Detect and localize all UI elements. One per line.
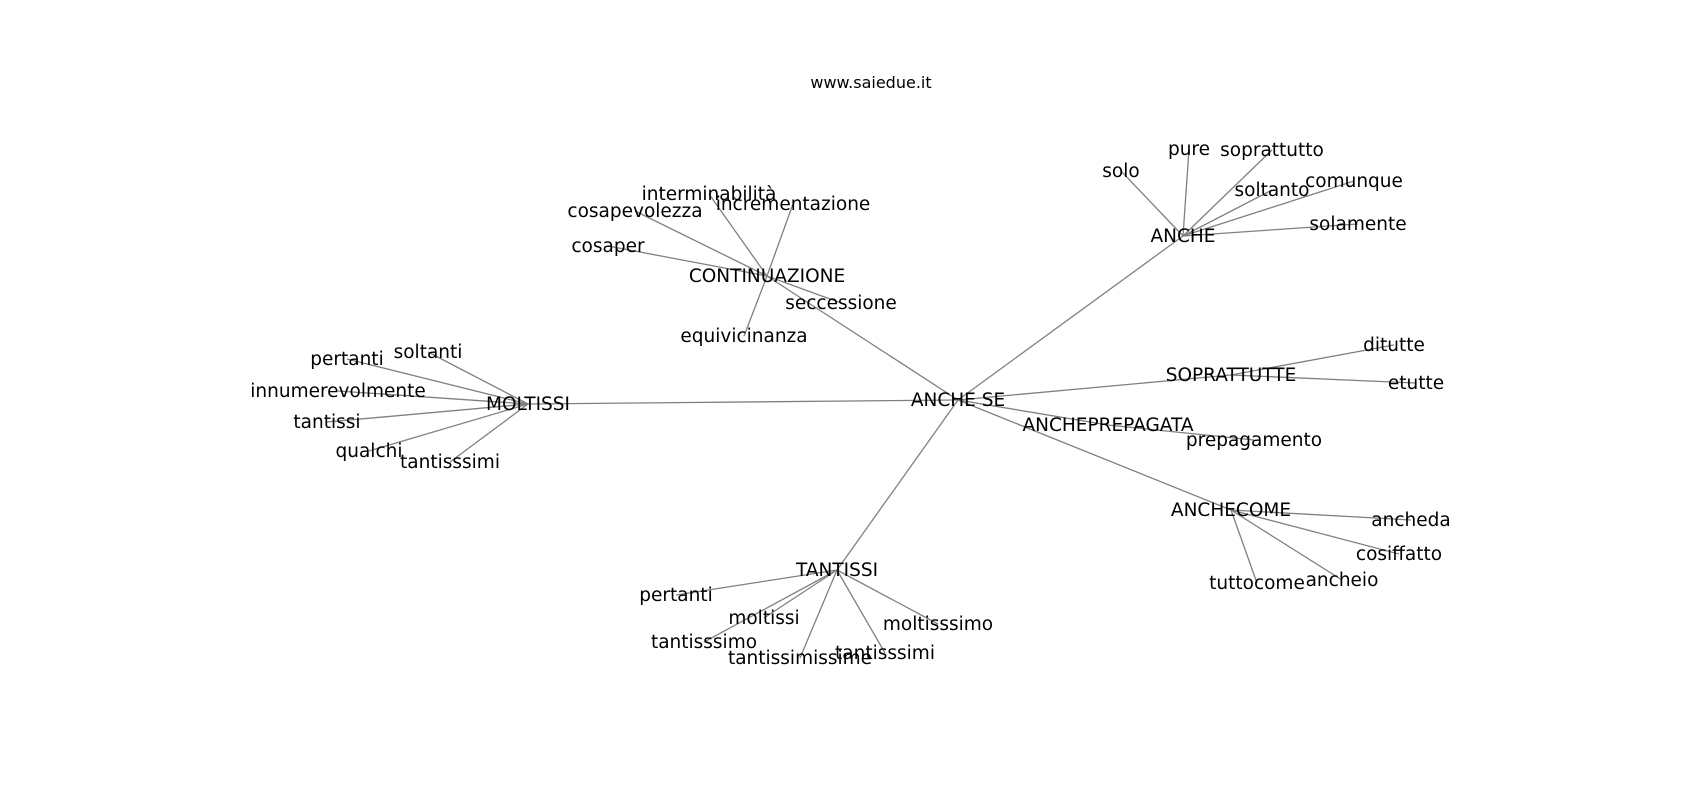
edge-tantissi-pertanti bbox=[675, 569, 838, 596]
edge-anche-comunque bbox=[1182, 180, 1355, 237]
edge-continuazione-equivicinanza bbox=[743, 275, 768, 337]
node-hub-anche: ANCHE bbox=[1150, 226, 1215, 247]
edge-continuazione-interminabilita bbox=[708, 193, 768, 277]
node-leaf-tantissi-tantisssimo: tantisssimo bbox=[651, 632, 757, 653]
node-leaf-moltissi-pertanti: pertanti bbox=[310, 349, 383, 370]
node-leaf-ancheprepagata-prepagamento: prepagamento bbox=[1186, 430, 1322, 451]
node-leaf-continuazione-incrementazione: incrementazione bbox=[716, 194, 871, 215]
edges-layer bbox=[326, 148, 1417, 659]
node-leaf-anchecome-cosiffatto: cosiffatto bbox=[1356, 544, 1442, 565]
node-hub-continuazione: CONTINUAZIONE bbox=[689, 266, 845, 287]
edge-tantissi-moltissi bbox=[763, 569, 838, 619]
node-hub-ancheprepagata: ANCHEPREPAGATA bbox=[1022, 415, 1193, 436]
node-leaf-moltissi-qualchi: qualchi bbox=[336, 441, 403, 462]
site-title: www.saiedue.it bbox=[810, 73, 931, 92]
edge-continuazione-seccessione bbox=[766, 275, 842, 304]
node-hub-tantissi: TANTISSI bbox=[795, 560, 878, 581]
node-leaf-tantissi-tantissimissime: tantissimissime bbox=[728, 648, 872, 669]
edge-moltissi-tantissi bbox=[326, 403, 529, 423]
node-leaf-anchecome-ancheda: ancheda bbox=[1371, 510, 1450, 531]
node-leaf-anchecome-tuttocome: tuttocome bbox=[1209, 573, 1305, 594]
edge-anche-pure bbox=[1182, 148, 1190, 237]
node-leaf-moltissi-soltanti: soltanti bbox=[394, 342, 463, 363]
node-leaf-anche-pure: pure bbox=[1168, 139, 1210, 160]
node-leaf-soprattutte-ditutte: ditutte bbox=[1363, 335, 1425, 356]
edge-ancheprepagata-prepagamento bbox=[1107, 424, 1255, 441]
edge-moltissi-soltanti bbox=[427, 351, 529, 405]
edge-soprattutte-ditutte bbox=[1230, 344, 1395, 376]
labels-layer: www.saiedue.it ANCHE SE ANCHE solo pure sopr… bbox=[250, 73, 1450, 669]
node-hub-anchecome: ANCHECOME bbox=[1171, 500, 1291, 521]
node-leaf-moltissi-innumerevolmente: innumerevolmente bbox=[250, 381, 425, 402]
edge-tantissi-tantisssimo bbox=[703, 569, 838, 643]
node-leaf-anche-solamente: solamente bbox=[1309, 214, 1406, 235]
edge-root-anche bbox=[957, 235, 1184, 401]
edge-tantissi-tantisssimi bbox=[836, 569, 886, 654]
edge-anche-soltanto bbox=[1182, 189, 1273, 237]
node-leaf-continuazione-equivicinanza: equivicinanza bbox=[680, 326, 807, 347]
edge-moltissi-pertanti bbox=[346, 358, 529, 405]
node-leaf-continuazione-interminabilita: interminabilità bbox=[642, 184, 777, 205]
node-leaf-anche-comunque: comunque bbox=[1305, 171, 1403, 192]
node-leaf-tantissi-tantisssimi: tantisssimi bbox=[835, 643, 935, 664]
edge-root-tantissi bbox=[836, 399, 959, 571]
edge-continuazione-cosapevolezza bbox=[634, 210, 768, 277]
edge-root-ancheprepagata bbox=[957, 399, 1109, 426]
edge-root-soprattutte bbox=[957, 374, 1232, 401]
node-leaf-anchecome-ancheio: ancheio bbox=[1306, 570, 1379, 591]
edge-tantissi-moltisssimo bbox=[836, 569, 939, 625]
node-leaf-tantissi-moltisssimo: moltisssimo bbox=[883, 614, 993, 635]
edge-continuazione-cosaper bbox=[607, 245, 768, 277]
node-leaf-soprattutte-etutte: etutte bbox=[1388, 373, 1444, 394]
edge-moltissi-tantisssimi bbox=[449, 403, 529, 463]
node-leaf-anche-soltanto: soltanto bbox=[1235, 180, 1310, 201]
node-hub-soprattutte: SOPRATTUTTE bbox=[1166, 365, 1297, 386]
node-hub-moltissi: MOLTISSI bbox=[486, 394, 570, 415]
edge-anchecome-tuttocome bbox=[1230, 509, 1258, 584]
edge-root-moltissi bbox=[527, 399, 959, 405]
edge-soprattutte-etutte bbox=[1230, 374, 1417, 384]
node-leaf-continuazione-seccessione: seccessione bbox=[785, 293, 897, 314]
node-leaf-moltissi-tantissi: tantissi bbox=[293, 412, 360, 433]
node-leaf-continuazione-cosapevolezza: cosapevolezza bbox=[567, 201, 702, 222]
edge-root-continuazione bbox=[766, 275, 959, 401]
edge-anchecome-cosiffatto bbox=[1230, 509, 1400, 555]
edge-root-anchecome bbox=[957, 399, 1232, 511]
edge-anche-solo bbox=[1120, 170, 1184, 237]
edge-continuazione-incrementazione bbox=[766, 203, 794, 277]
edge-anche-solamente bbox=[1182, 223, 1359, 237]
node-leaf-moltissi-tantisssimi: tantisssimi bbox=[400, 452, 500, 473]
node-leaf-anche-solo: solo bbox=[1102, 161, 1139, 182]
edge-anchecome-ancheio bbox=[1230, 509, 1343, 581]
node-root-anche-se: ANCHE SE bbox=[911, 390, 1005, 411]
node-leaf-anche-soprattutto: soprattutto bbox=[1220, 140, 1324, 161]
node-leaf-tantissi-pertanti: pertanti bbox=[639, 585, 712, 606]
edge-anche-soprattutto bbox=[1182, 149, 1273, 237]
edge-moltissi-qualchi bbox=[368, 403, 529, 452]
edge-tantissi-tantissimissime bbox=[799, 569, 838, 659]
edge-anchecome-ancheda bbox=[1230, 509, 1412, 521]
node-leaf-continuazione-cosaper: cosaper bbox=[571, 236, 645, 257]
edge-moltissi-innumerevolmente bbox=[337, 390, 529, 405]
node-leaf-tantissi-moltissi: moltissi bbox=[728, 608, 799, 629]
